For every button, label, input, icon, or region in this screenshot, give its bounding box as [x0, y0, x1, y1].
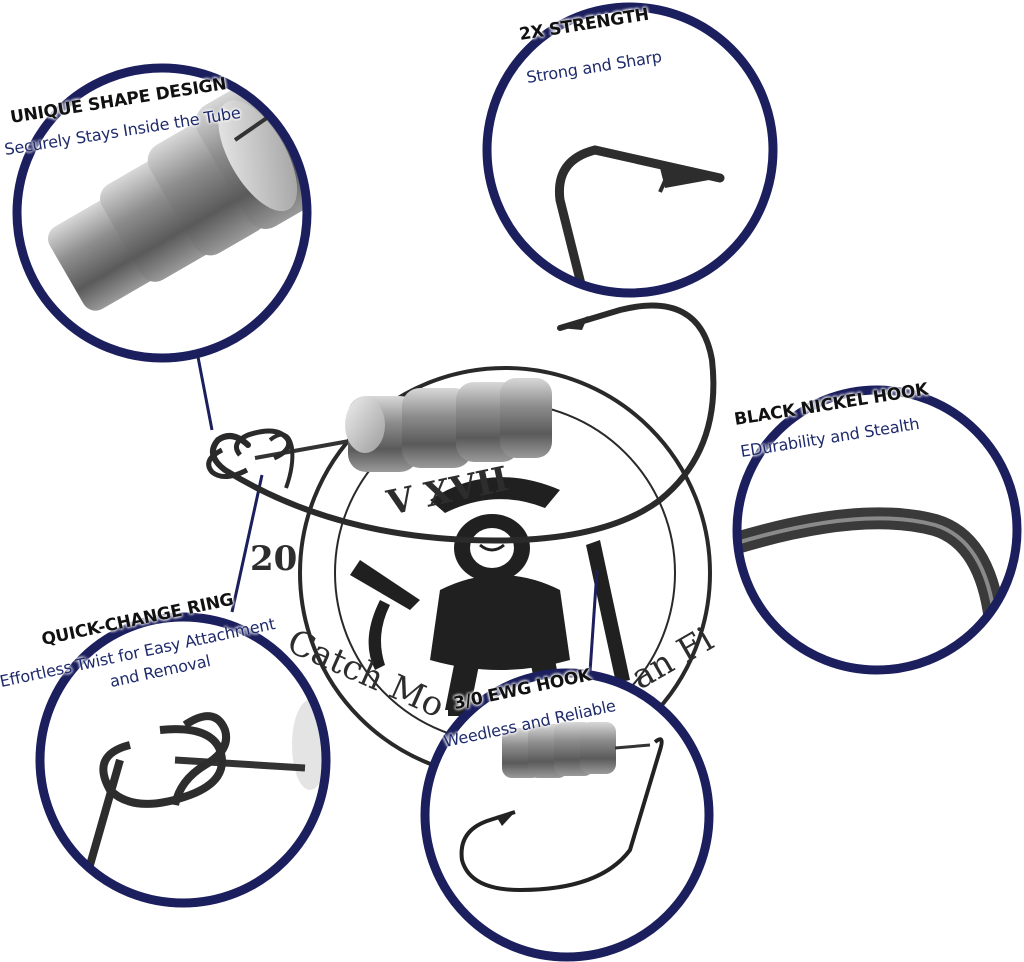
watermark-motto-tail: an Fi: [625, 619, 721, 697]
callout-unique-shape: [12, 63, 312, 363]
connector-lines: [196, 356, 599, 673]
callout-quick-change-ring: [35, 612, 331, 908]
callout-ewg-hook: [420, 668, 714, 962]
weighted-ewg-hook: [206, 302, 717, 544]
watermark-number: 20: [250, 539, 297, 579]
callout-strength: [482, 2, 778, 298]
callout-black-nickel: [732, 385, 1022, 675]
